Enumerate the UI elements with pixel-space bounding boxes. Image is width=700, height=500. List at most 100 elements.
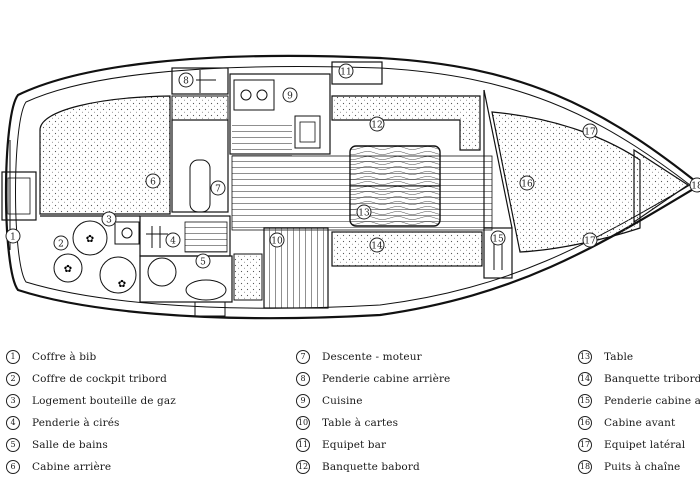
flower-icon: ✿ [64,264,72,275]
bar-locker [331,61,383,85]
callout-7: 7 [210,180,226,196]
stove [233,79,275,111]
hull-outline [4,54,700,320]
callout-10: 10 [269,232,285,248]
svg-text:14: 14 [371,242,383,252]
legend-label: Penderie cabine avant [604,395,700,407]
legend-label: Salle de bains [32,439,108,451]
bathroom [139,255,233,303]
legend-label: Cabine avant [604,417,676,429]
legend-item: 1 Coffre à bib [6,346,176,368]
svg-text:6: 6 [150,178,156,188]
legend-number: 16 [578,416,592,430]
legend-number: 8 [296,372,310,386]
legend-label: Equipet bar [322,439,387,451]
legend-number: 1 [6,350,20,364]
gas-bottle-box [114,221,140,245]
legend-label: Descente - moteur [322,351,422,363]
callout-6: 6 [145,173,161,189]
svg-text:11: 11 [340,68,351,78]
legend-label: Logement bouteille de gaz [32,395,176,407]
legend-number: 3 [6,394,20,408]
legend-label: Puits à chaîne [604,461,681,473]
boat-floor-plan: ✿ ✿ ✿ [1,54,700,320]
callout-14: 14 [369,237,385,253]
callout-4: 4 [165,232,181,248]
svg-text:18: 18 [691,182,700,192]
legend-number: 10 [296,416,310,430]
legend-number: 12 [296,460,310,474]
callout-2: 2 [53,235,69,251]
chain-locker [633,148,690,224]
flower-icon: ✿ [118,279,126,290]
legend-column-1: 1 Coffre à bib 2 Coffre de cockpit tribord… [6,346,176,478]
legend-number: 15 [578,394,592,408]
svg-text:16: 16 [521,180,533,190]
callout-16: 16 [519,175,535,191]
callout-13: 13 [356,204,372,220]
legend-number: 18 [578,460,592,474]
legend-number: 7 [296,350,310,364]
legend-item: 11 Equipet bar [296,434,450,456]
legend-label: Table [604,351,634,363]
legend-label: Cabine arrière [32,461,112,473]
legend-item: 15 Penderie cabine avant [578,390,700,412]
starboard-settee [331,231,483,267]
svg-text:17: 17 [584,237,596,247]
legend-item: 7 Descente - moteur [296,346,450,368]
legend-number: 17 [578,438,592,452]
svg-text:7: 7 [215,185,221,195]
svg-text:15: 15 [492,235,504,245]
legend-number: 13 [578,350,592,364]
forward-wardrobe [483,227,513,279]
forward-cabin-berth [491,111,641,253]
legend-item: 12 Banquette babord [296,456,450,478]
callout-15: 15 [490,230,506,246]
legend-number: 14 [578,372,592,386]
legend-item: 10 Table à cartes [296,412,450,434]
legend-number: 11 [296,438,310,452]
sink [294,115,321,149]
legend-number: 9 [296,394,310,408]
legend-number: 6 [6,460,20,474]
svg-text:13: 13 [358,209,370,219]
callout-9: 9 [282,87,298,103]
legend-label: Cuisine [322,395,363,407]
aft-wardrobe [171,67,229,95]
callouts: 1 2 3 4 5 6 7 8 9 10 11 12 13 14 15 16 1… [5,63,700,269]
svg-text:2: 2 [58,240,64,250]
bib-locker [1,171,37,221]
callout-17-port: 17 [582,123,598,139]
callout-18: 18 [689,177,700,193]
callout-8: 8 [178,72,194,88]
legend-label: Coffre de cockpit tribord [32,373,167,385]
legend-label: Table à cartes [322,417,399,429]
legend-number: 4 [6,416,20,430]
legend-label: Coffre à bib [32,351,97,363]
legend-item: 9 Cuisine [296,390,450,412]
svg-text:1: 1 [10,233,16,243]
svg-text:9: 9 [287,92,293,102]
svg-text:8: 8 [183,77,189,87]
callout-3: 3 [101,211,117,227]
legend-label: Banquette tribord [604,373,700,385]
legend-number: 5 [6,438,20,452]
legend-number: 2 [6,372,20,386]
callout-5: 5 [195,253,211,269]
svg-text:3: 3 [106,216,112,226]
legend-item: 5 Salle de bains [6,434,176,456]
legend-label: Banquette babord [322,461,420,473]
legend-item: 14 Banquette tribord [578,368,700,390]
legend-item: 2 Coffre de cockpit tribord [6,368,176,390]
legend-item: 3 Logement bouteille de gaz [6,390,176,412]
engine-box [189,159,211,213]
callout-11: 11 [338,63,354,79]
svg-text:10: 10 [271,237,283,247]
legend-item: 18 Puits à chaîne [578,456,700,478]
svg-text:17: 17 [584,128,596,138]
aft-cabin-berth [39,95,171,215]
